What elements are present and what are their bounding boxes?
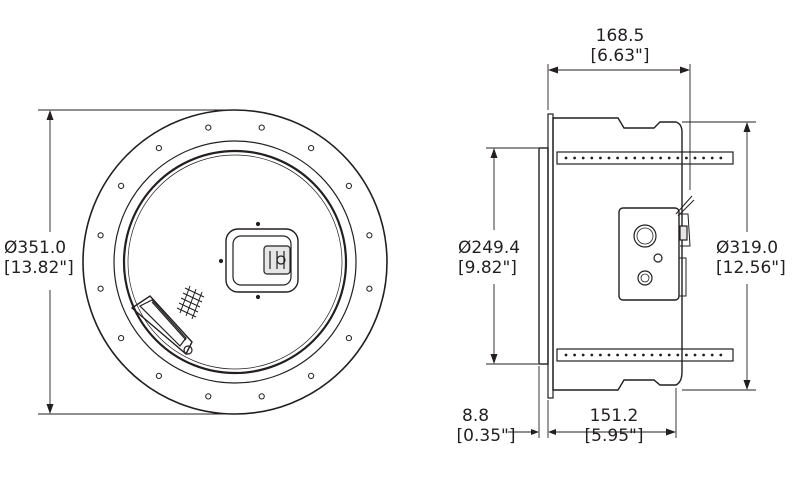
outer-diameter-dimension [682, 121, 756, 391]
flange-bolt-holes [97, 124, 373, 400]
rail-hole [590, 353, 594, 357]
can-body [552, 117, 683, 391]
rail-hole [624, 156, 628, 160]
depth-bottom-mm: 151.2 [589, 406, 639, 426]
bolt-hole [345, 335, 352, 342]
rail-hole [693, 353, 697, 357]
bolt-hole [205, 393, 212, 400]
rail-hole [599, 353, 602, 357]
top-width-in: [6.63"] [590, 46, 650, 66]
bolt-hole [258, 124, 265, 131]
bolt-hole [205, 124, 212, 131]
rail-hole [710, 156, 714, 160]
inner-diameter-label: Ø249.4 [9.82"] [458, 238, 520, 278]
rail-hole [667, 353, 671, 357]
bolt-hole [155, 372, 162, 379]
rail-hole [607, 156, 611, 160]
bolt-hole [97, 285, 104, 292]
top-width-label: 168.5 [6.63"] [574, 26, 666, 66]
rail-hole [650, 353, 654, 357]
bottom-rail [556, 348, 734, 362]
rail-hole [573, 156, 576, 160]
bolt-hole [155, 145, 162, 152]
junction-box [618, 195, 695, 301]
outer-diameter-label: Ø319.0 [12.56"] [716, 238, 786, 278]
bolt-hole [308, 145, 315, 152]
bolt-hole [97, 232, 104, 239]
bolt-hole [345, 182, 352, 189]
bottom-dimensions [508, 366, 677, 438]
rail-hole [676, 353, 680, 357]
rail-hole [616, 156, 619, 160]
rail-hole [702, 353, 705, 357]
front-view [38, 109, 388, 415]
outer-flange-ring [82, 109, 388, 415]
bolt-hole [118, 182, 125, 189]
rail-hole [633, 156, 637, 160]
grille-edge [122, 149, 348, 375]
inner-flange-ring [113, 140, 357, 384]
flange-thickness-in: [0.35"] [456, 426, 516, 446]
rail-hole [590, 156, 594, 160]
rail-hole [564, 353, 568, 357]
top-width-mm: 168.5 [595, 26, 645, 46]
flange-thickness-mm: 8.8 [462, 406, 490, 426]
depth-bottom-in: [5.95"] [584, 426, 644, 446]
bolt-hole [118, 335, 125, 342]
rail-hole [642, 353, 645, 357]
rail-hole [667, 156, 671, 160]
rail-hole [633, 353, 637, 357]
rail-hole [581, 156, 585, 160]
front-diameter-in: [13.82"] [4, 258, 74, 278]
front-diameter-dimension [38, 109, 230, 415]
flange-lip [547, 113, 554, 399]
front-diameter-mm: Ø351.0 [4, 238, 67, 258]
outer-diameter-in: [12.56"] [716, 258, 786, 278]
front-diameter-label: Ø351.0 [13.82"] [4, 238, 74, 278]
rail-hole [659, 156, 662, 160]
rail-hole [702, 156, 705, 160]
top-rail [556, 151, 734, 165]
bolt-hole [366, 285, 373, 292]
rail-hole [642, 156, 645, 160]
bolt-hole [366, 232, 373, 239]
grille-inner-edge [127, 154, 343, 370]
depth-bottom-label: 151.2 [5.95"] [568, 406, 660, 446]
rail-hole [659, 353, 662, 357]
inner-diameter-mm: Ø249.4 [458, 238, 521, 258]
inner-diameter-dimension [486, 147, 538, 365]
inner-diameter-in: [9.82"] [458, 258, 517, 278]
flange-thickness-label: 8.8 [0.35"] [454, 406, 518, 446]
flange-plate [538, 147, 549, 365]
bolt-hole [308, 372, 315, 379]
rail-hole [685, 353, 688, 357]
rail-hole [564, 156, 568, 160]
outer-diameter-mm: Ø319.0 [716, 238, 779, 258]
terminal-cup [218, 221, 299, 300]
rail-hole [624, 353, 628, 357]
rail-hole [693, 156, 697, 160]
rail-hole [599, 156, 602, 160]
top-width-dimension [547, 64, 691, 190]
rail-hole [616, 353, 619, 357]
rail-hole [607, 353, 611, 357]
side-view [486, 64, 756, 438]
rail-hole [650, 156, 654, 160]
rail-hole [581, 353, 585, 357]
rail-hole [719, 353, 723, 357]
rail-hole [719, 156, 723, 160]
rail-hole [676, 156, 680, 160]
tap-bracket [130, 285, 205, 356]
rail-hole [710, 353, 714, 357]
rail-hole [685, 156, 688, 160]
rail-hole [573, 353, 576, 357]
bolt-hole [258, 393, 265, 400]
